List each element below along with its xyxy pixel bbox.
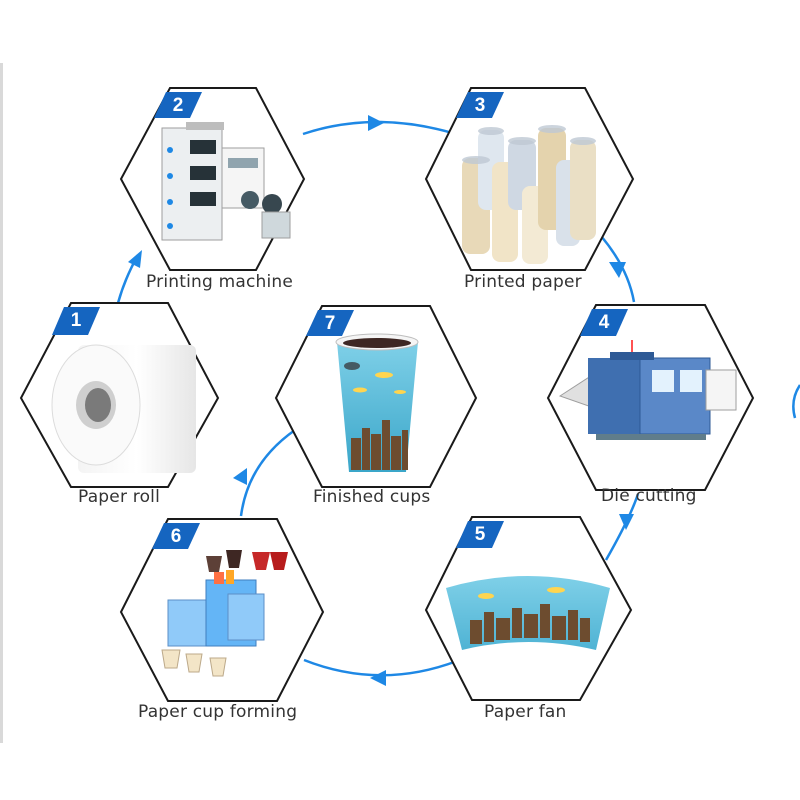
badge-number-6: 6: [170, 526, 182, 547]
arrowhead-2-to-3: [368, 115, 384, 131]
badge-number-2: 2: [172, 95, 184, 116]
step-label-printing-machine: Printing machine: [146, 272, 294, 292]
arrow-heads: [128, 115, 634, 686]
finished-cup-icon: [335, 333, 419, 472]
badge-1: [52, 307, 100, 335]
badge-2: [154, 92, 202, 118]
step-label-die-cutting: Die cutting: [601, 486, 697, 506]
arrowhead-3-to-4: [609, 262, 626, 278]
badge-4: [580, 309, 628, 336]
arrowhead-5-to-6: [370, 670, 386, 686]
step-label-paper-roll: Paper roll: [78, 487, 161, 507]
badge-number-4: 4: [598, 312, 610, 333]
arrow-right-partial: [792, 384, 800, 419]
step-label-paper-cup-forming: Paper cup forming: [138, 702, 298, 722]
arrow-6-to-7: [239, 428, 296, 517]
badge-7: [306, 310, 354, 336]
badge-3: [456, 92, 504, 118]
left-edge-border: [0, 63, 3, 743]
sample-cups-top: [206, 550, 288, 572]
step-label-paper-fan: Paper fan: [484, 702, 567, 722]
badge-number-1: 1: [70, 310, 82, 331]
arrowhead-1-to-2: [128, 250, 142, 268]
die-cutting-machine-icon: [558, 340, 737, 440]
step-label-finished-cups: Finished cups: [313, 487, 431, 507]
paper-fan-icon: [446, 576, 610, 650]
step-label-printed-paper: Printed paper: [464, 272, 582, 292]
number-badges: [52, 92, 628, 549]
arrowhead-4-to-5: [619, 514, 634, 530]
badge-5: [456, 521, 504, 548]
paper-roll-icon: [51, 344, 196, 473]
printed-paper-rolls-icon: [462, 125, 596, 264]
badge-number-5: 5: [474, 524, 486, 545]
badge-number-3: 3: [474, 95, 486, 116]
cup-forming-machine-icon: [161, 550, 288, 677]
sample-cups-bottom: [161, 649, 227, 677]
arrowhead-6-to-7: [233, 468, 247, 485]
badge-number-7: 7: [324, 313, 336, 334]
badge-6: [152, 523, 200, 549]
printing-machine-icon: [161, 122, 291, 241]
